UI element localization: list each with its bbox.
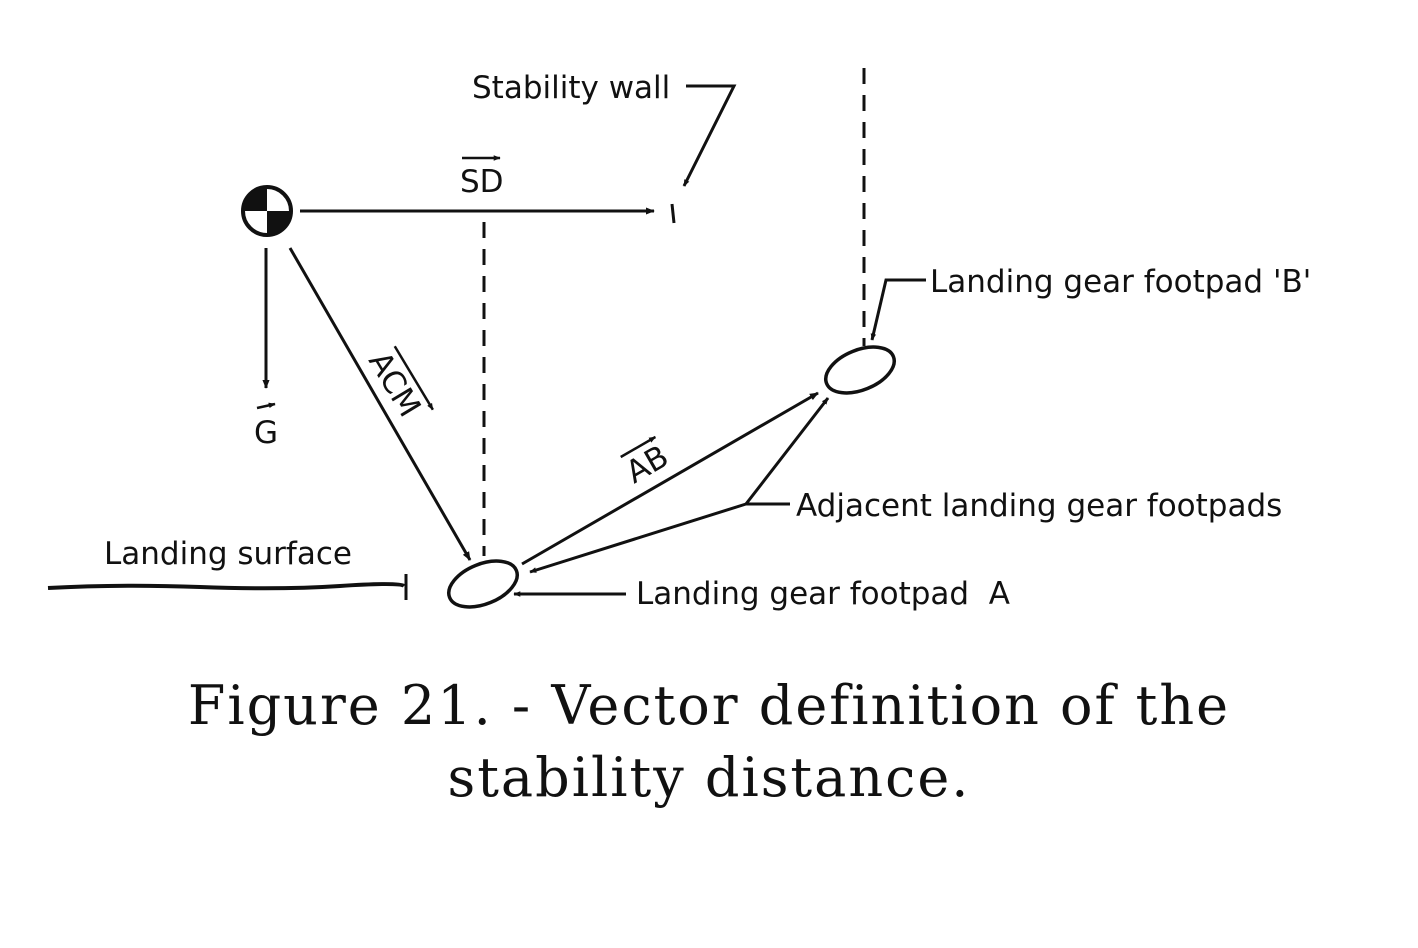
sd-label-group: SD: [460, 155, 504, 200]
footpad-b-label: Landing gear footpad 'B': [930, 264, 1311, 300]
g-label: G: [254, 415, 278, 451]
stability-wall-mark: [670, 203, 676, 224]
footpad-a-label: Landing gear footpad A: [636, 576, 1010, 612]
ab-label-group: AB: [620, 435, 675, 491]
g-label-group: G: [254, 402, 278, 451]
sd-label: SD: [460, 164, 504, 200]
footpad-a: [447, 559, 519, 609]
ab-label: AB: [620, 439, 675, 491]
acm-label-group: ACM: [361, 346, 434, 423]
figure-caption-line2: stability distance.: [447, 746, 971, 809]
stability-wall-leader: [682, 84, 737, 187]
ab-vector: [521, 391, 819, 566]
stability-wall-label: Stability wall: [472, 70, 670, 106]
footpad-b: [824, 345, 896, 395]
landing-surface-label: Landing surface: [104, 536, 352, 572]
landing-surface-line: [47, 582, 406, 591]
footpad-b-leader: [870, 278, 926, 341]
figure-caption-line1: Figure 21. - Vector definition of the: [187, 674, 1231, 737]
adjacent-leader-a: [529, 502, 747, 574]
center-of-mass-symbol: [241, 185, 293, 237]
adjacent-footpads-label: Adjacent landing gear footpads: [796, 488, 1282, 524]
acm-vector: [288, 247, 472, 561]
